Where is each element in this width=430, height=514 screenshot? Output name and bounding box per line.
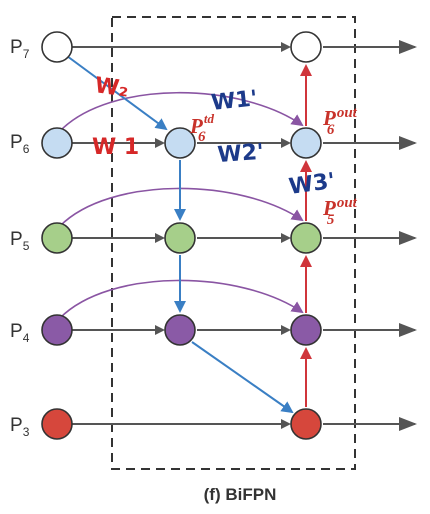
skip-arc-p4	[59, 279, 304, 319]
node-p5-in	[41, 222, 73, 254]
topdown-arrow-p7-to-p6td	[66, 55, 168, 131]
node-p7-in	[41, 31, 73, 63]
node-p6-out	[290, 127, 322, 159]
node-p4-out	[290, 314, 322, 346]
annotation-w2: W₂	[93, 73, 130, 102]
skip-arc-p6	[59, 91, 304, 132]
figure-caption: (f) BiFPN	[204, 485, 277, 504]
level-label-p4: P4	[10, 321, 30, 345]
node-p5-td	[164, 222, 196, 254]
annotation-w1: W 1	[92, 135, 139, 160]
node-p6-in	[41, 127, 73, 159]
node-p3-in	[41, 408, 73, 440]
bifpn-block-box	[111, 16, 356, 470]
node-p4-td	[164, 314, 196, 346]
level-label-p3: P3	[10, 415, 30, 439]
node-p3-out	[290, 408, 322, 440]
node-p4-in	[41, 314, 73, 346]
skip-arc-p5	[59, 187, 304, 227]
level-label-p6: P6	[10, 132, 30, 156]
level-label-p5: P5	[10, 229, 30, 253]
node-p5-out	[290, 222, 322, 254]
node-p7-out	[290, 31, 322, 63]
annotation-w2-prime: W2'	[217, 140, 265, 168]
level-label-p7: P7	[10, 37, 30, 61]
node-p6-td	[164, 127, 196, 159]
annotation-w1-prime: W1'	[210, 86, 259, 116]
topdown-arrow-p4td-to-p3out	[191, 341, 294, 414]
